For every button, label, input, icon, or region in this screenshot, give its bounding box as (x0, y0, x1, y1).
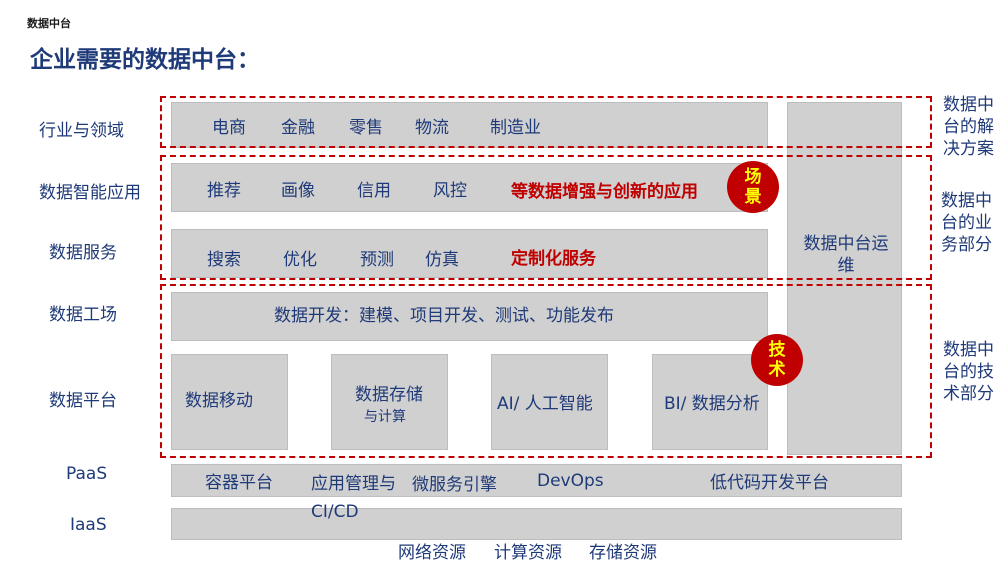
industry-item: 金融 (281, 118, 315, 138)
platform-item-bi: BI/ 数据分析 (664, 394, 760, 414)
paas-box (171, 464, 902, 497)
right-label-business: 数据中台的业务部分 (941, 191, 992, 255)
industry-item: 零售 (349, 118, 383, 138)
app-highlight: 等数据增强与创新的应用 (511, 182, 698, 202)
industry-item: 制造业 (490, 118, 541, 138)
platform-item-move: 数据移动 (185, 391, 253, 411)
iaas-box (171, 508, 902, 540)
tech-badge: 技术 (751, 334, 803, 386)
iaas-item: 网络资源 (398, 543, 466, 563)
row-label-industry: 行业与领域 (39, 121, 124, 141)
factory-box (171, 292, 768, 341)
platform-item-storage-sub: 与计算 (364, 409, 406, 425)
factory-text: 数据开发：建模、项目开发、测试、功能发布 (274, 306, 614, 326)
ops-label: 数据中台运维 (803, 234, 889, 276)
service-item: 优化 (283, 250, 317, 270)
section-label: 数据中台 (27, 17, 71, 30)
paas-item: DevOps (537, 471, 604, 491)
iaas-item: 存储资源 (589, 543, 657, 563)
row-label-factory: 数据工场 (49, 305, 117, 325)
service-item: 预测 (360, 250, 394, 270)
right-label-technology: 数据中台的技术部分 (943, 340, 994, 404)
technology-frame (160, 284, 932, 458)
service-item: 仿真 (425, 250, 459, 270)
platform-ai-box (491, 354, 608, 450)
service-highlight: 定制化服务 (511, 249, 596, 269)
row-label-services: 数据服务 (49, 243, 117, 263)
platform-storage-box (331, 354, 448, 450)
services-box (171, 229, 768, 278)
industry-item: 物流 (415, 118, 449, 138)
app-item: 风控 (433, 181, 467, 201)
row-label-intelligent-apps: 数据智能应用 (39, 183, 141, 203)
industry-box (171, 102, 768, 148)
apps-box (171, 163, 768, 212)
paas-item: 低代码开发平台 (710, 473, 829, 493)
paas-item: 微服务引擎 (412, 475, 497, 495)
app-item: 画像 (281, 181, 315, 201)
iaas-item: 计算资源 (494, 543, 562, 563)
solution-frame (160, 96, 932, 148)
scene-badge: 场景 (727, 161, 779, 213)
platform-item-ai: AI/ 人工智能 (497, 394, 593, 414)
page-title: 企业需要的数据中台： (30, 47, 260, 73)
business-frame (160, 155, 932, 280)
paas-item: 应用管理与 CI/CD (311, 474, 396, 522)
app-item: 推荐 (207, 181, 241, 201)
service-item: 搜索 (207, 250, 241, 270)
app-item: 信用 (357, 181, 391, 201)
row-label-iaas: IaaS (70, 515, 107, 535)
row-label-paas: PaaS (66, 464, 108, 484)
platform-bi-box (652, 354, 768, 450)
platform-item-storage: 数据存储 (355, 385, 423, 405)
platform-move-box (171, 354, 288, 450)
row-label-platform: 数据平台 (49, 391, 117, 411)
industry-item: 电商 (212, 118, 246, 138)
paas-item: 容器平台 (205, 473, 273, 493)
right-label-solution: 数据中台的解决方案 (943, 95, 994, 159)
